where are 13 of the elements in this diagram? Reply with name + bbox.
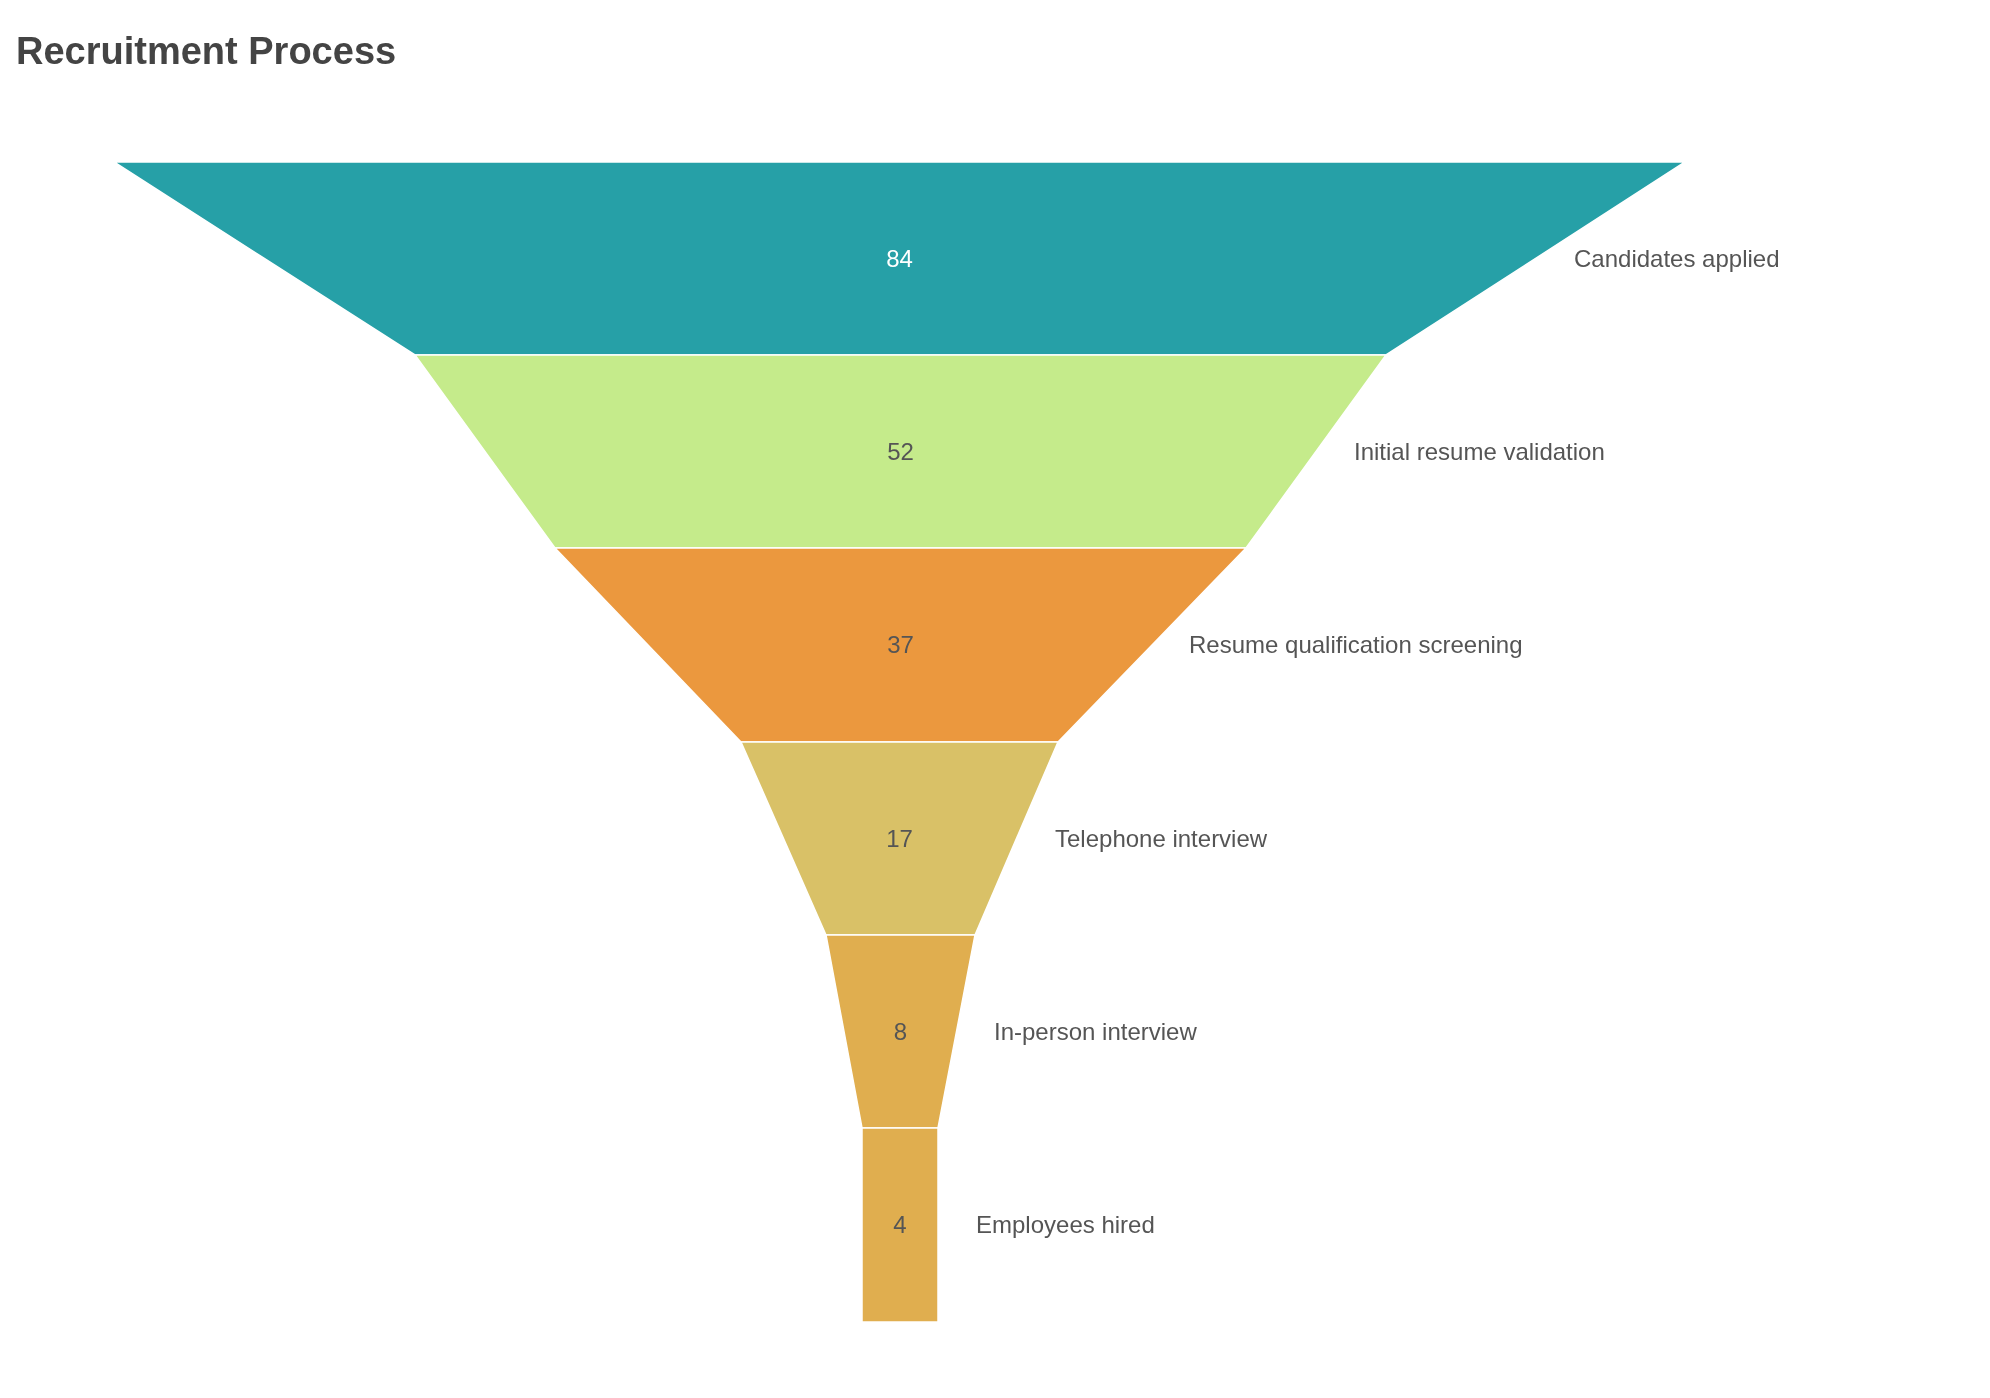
stage-label: Initial resume validation (1354, 437, 1605, 466)
stage-value: 17 (886, 824, 913, 853)
stage-value: 37 (887, 631, 914, 659)
stage-label: Resume qualification screening (1189, 631, 1523, 659)
stage-label: In-person interview (994, 1017, 1197, 1046)
stage-value: 84 (886, 244, 913, 273)
stage-value: 8 (893, 1017, 908, 1046)
stage-value: 4 (893, 1211, 907, 1239)
stage-label: Candidates applied (1574, 244, 1780, 273)
stage-label: Telephone interview (1055, 824, 1268, 853)
stage-label: Employees hired (976, 1211, 1155, 1239)
chart-title: Recruitment Process (16, 30, 397, 73)
stage-value: 52 (887, 437, 914, 466)
